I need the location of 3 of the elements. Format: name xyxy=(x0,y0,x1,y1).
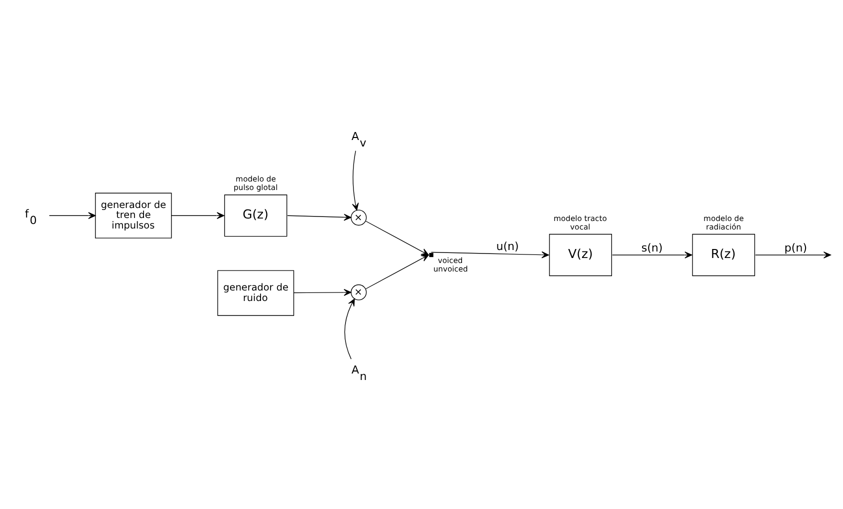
edge-label: u(n) xyxy=(496,240,519,253)
edge-label: p(n) xyxy=(784,240,808,254)
edge-label: s(n) xyxy=(641,240,663,254)
